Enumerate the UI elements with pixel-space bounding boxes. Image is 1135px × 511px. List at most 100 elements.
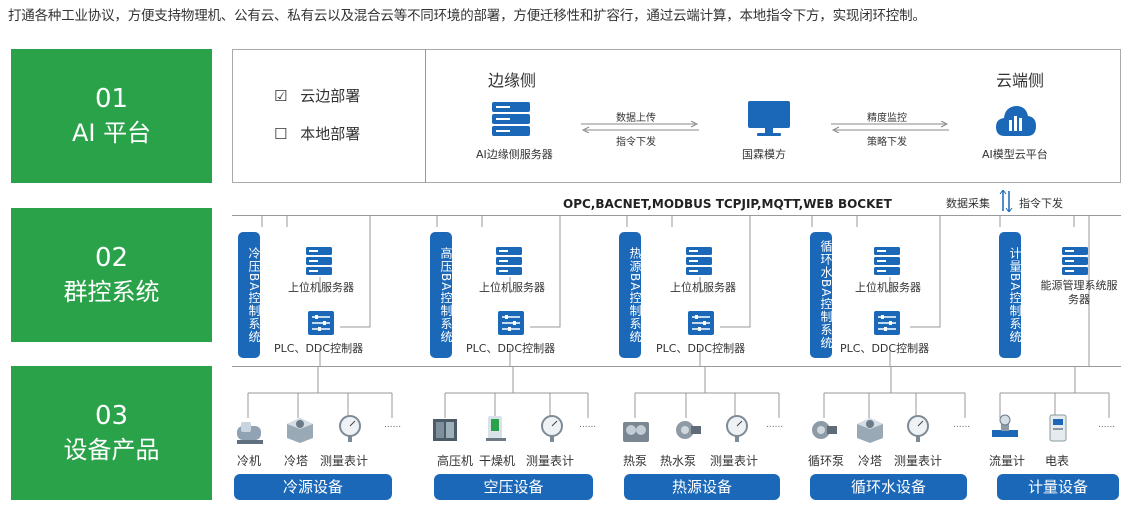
group-pill: 热源设备 [624, 474, 780, 500]
server-label: 能源管理系统服务器 [1040, 279, 1118, 306]
level-number: 03 [94, 401, 129, 431]
cloud-icon [996, 106, 1036, 136]
collect-label: 数据采集 [946, 197, 990, 210]
device-label: 冷塔 [284, 454, 309, 468]
group-pill: 循环水设备 [810, 474, 967, 500]
cooling-tower-icon [857, 418, 883, 443]
level-02-block: 02 群控系统 [11, 208, 212, 342]
device-label: 冷塔 [858, 454, 883, 468]
equipment-connectors [247, 366, 1110, 418]
system-pill: 计量BA控制系统 [999, 232, 1022, 358]
more-dots: ...... [1098, 420, 1116, 430]
controller-icon [498, 311, 524, 335]
server-icon [874, 247, 900, 275]
plc-label: PLC、DDC控制器 [466, 342, 556, 355]
plc-label: PLC、DDC控制器 [274, 342, 364, 355]
dryer-icon [486, 416, 506, 441]
device-label: 测量表计 [526, 454, 575, 468]
level-01-block: 01 AI 平台 [11, 49, 212, 183]
monitor-icon [748, 101, 790, 136]
checkbox-empty-icon: ☐ [274, 125, 288, 143]
arrow-label: 数据上传 [616, 113, 656, 124]
server-icon [492, 102, 530, 136]
gauge-icon [726, 415, 748, 442]
system-pill: 循环水BA控制系统 [810, 232, 833, 358]
flow-meter-icon [992, 414, 1018, 437]
edge-side-title: 边缘侧 [488, 71, 537, 90]
center-label: 国霖模方 [742, 148, 786, 161]
electric-meter-icon [1049, 414, 1067, 442]
server-icon [306, 247, 332, 275]
headline: 打通各种工业协议，方便支持物理机、公有云、私有云以及混合云等不同环境的部署，方便… [8, 8, 926, 24]
double-arrow-icon [831, 121, 949, 133]
checkbox-checked-icon: ☑ [274, 87, 288, 105]
device-label: 循环泵 [808, 454, 845, 468]
server-label: 上位机服务器 [855, 281, 921, 294]
plc-label: PLC、DDC控制器 [840, 342, 930, 355]
system-pill: 热源BA控制系统 [619, 232, 642, 358]
level-03-block: 03 设备产品 [11, 366, 212, 500]
double-arrow-icon [581, 121, 699, 133]
group-pill: 计量设备 [997, 474, 1119, 500]
server-icon [496, 247, 522, 275]
device-label: 冷机 [237, 454, 262, 468]
up-down-arrow-icon [999, 190, 1013, 212]
controller-icon [308, 311, 334, 335]
system-pill: 冷压BA控制系统 [238, 232, 261, 358]
level-title: AI 平台 [71, 119, 152, 147]
arrow-label: 策略下发 [867, 137, 907, 148]
device-label: 热水泵 [660, 454, 697, 468]
group-pill: 空压设备 [434, 474, 593, 500]
gauge-icon [339, 415, 361, 442]
system-pill: 高压BA控制系统 [430, 232, 453, 358]
controller-icon [688, 311, 714, 335]
level-number: 01 [94, 84, 129, 114]
more-dots: ...... [953, 420, 971, 430]
device-label: 干燥机 [479, 454, 516, 468]
deploy-label: 本地部署 [300, 125, 361, 143]
server-icon [686, 247, 712, 275]
deploy-option-local: ☐ 本地部署 [274, 123, 360, 144]
cloud-side-title: 云端侧 [996, 71, 1045, 90]
system-connectors [261, 215, 1090, 367]
divider [425, 49, 426, 183]
edge-server-label: AI边缘侧服务器 [476, 148, 553, 161]
gauge-icon [907, 415, 929, 442]
arrow-label: 精度监控 [867, 113, 907, 124]
heat-pump-icon [623, 422, 649, 442]
level-title: 群控系统 [63, 278, 160, 306]
more-dots: ...... [579, 420, 597, 430]
server-label: 上位机服务器 [670, 281, 736, 294]
level-title: 设备产品 [63, 436, 160, 464]
ai-platform-frame [232, 49, 1121, 183]
pump-icon [676, 421, 701, 439]
device-label: 测量表计 [894, 454, 943, 468]
command-label: 指令下发 [1019, 197, 1063, 210]
gauge-icon [541, 415, 563, 442]
device-label: 电表 [1045, 454, 1070, 468]
device-label: 测量表计 [710, 454, 759, 468]
level-number: 02 [94, 243, 129, 273]
plc-label: PLC、DDC控制器 [656, 342, 746, 355]
server-label: 上位机服务器 [479, 281, 545, 294]
deploy-label: 云边部署 [300, 87, 361, 105]
bus-line-bottom [232, 366, 1121, 367]
device-label: 测量表计 [320, 454, 369, 468]
group-pill: 冷源设备 [234, 474, 392, 500]
device-label: 高压机 [437, 454, 474, 468]
deploy-option-cloud-edge: ☑ 云边部署 [274, 85, 360, 106]
device-label: 流量计 [989, 454, 1026, 468]
arrow-label: 指令下发 [616, 137, 656, 148]
chiller-icon [237, 422, 263, 444]
more-dots: ...... [766, 420, 784, 430]
bus-line-top [232, 215, 1121, 216]
more-dots: ...... [384, 420, 402, 430]
circulation-pump-icon [812, 421, 837, 439]
protocols-text: OPC,BACNET,MODBUS TCPJIP,MQTT,WEB BOCKET [563, 197, 892, 211]
controller-icon [874, 311, 900, 335]
cooling-tower-icon [287, 418, 313, 443]
compressor-icon [433, 419, 457, 441]
server-icon [1062, 247, 1088, 275]
cloud-platform-label: AI模型云平台 [982, 148, 1048, 161]
device-label: 热泵 [623, 454, 648, 468]
